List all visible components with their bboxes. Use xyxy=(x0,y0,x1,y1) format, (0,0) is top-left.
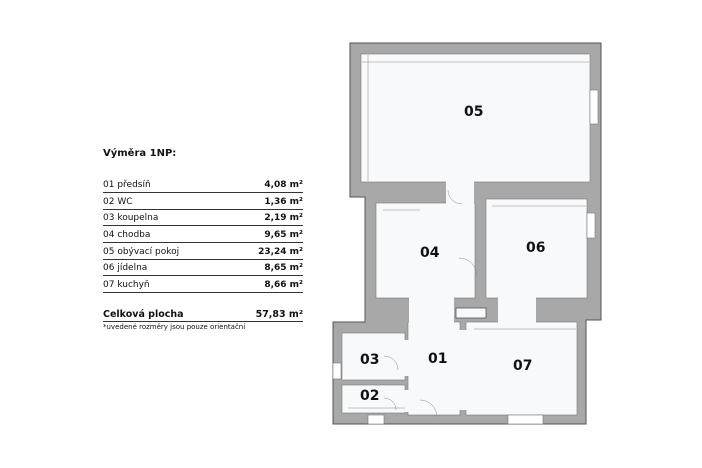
room-area: 2,19 m² xyxy=(264,213,303,224)
room-number-02: 02 xyxy=(360,388,379,404)
door-swing xyxy=(383,355,399,371)
legend-row: 01 předsíň 4,08 m² xyxy=(103,178,303,193)
room-name: 06 jídelna xyxy=(103,263,148,274)
room-area: 4,08 m² xyxy=(264,180,303,190)
window xyxy=(367,414,385,425)
disclaimer-note: *uvedené rozměry jsou pouze orientační xyxy=(103,323,246,332)
window xyxy=(586,212,596,239)
room-name: 07 kuchyň xyxy=(103,280,150,291)
door-swing xyxy=(458,257,478,277)
room-area: 9,65 m² xyxy=(264,230,303,241)
room-area: 8,65 m² xyxy=(264,263,303,274)
legend-row: 04 chodba 9,65 m² xyxy=(103,228,303,244)
window xyxy=(589,89,599,125)
door-swing xyxy=(383,397,397,411)
room-name: 03 koupelna xyxy=(103,213,159,224)
chimney xyxy=(455,307,487,319)
room-05 xyxy=(360,53,591,183)
room-06 xyxy=(485,198,588,299)
total-label: Celková plocha xyxy=(103,309,184,321)
room-name: 01 předsíň xyxy=(103,180,151,190)
total-area-row: Celková plocha 57,83 m² xyxy=(103,309,303,323)
doorway-05-04 xyxy=(446,181,474,204)
room-number-03: 03 xyxy=(360,352,379,368)
legend-row: 02 WC 1,36 m² xyxy=(103,195,303,210)
room-name: 04 chodba xyxy=(103,230,151,241)
room-number-07: 07 xyxy=(513,358,532,374)
area-legend: Výměra 1NP: 01 předsíň 4,08 m² 02 WC 1,36 m… xyxy=(103,148,303,331)
legend-row: 05 obývací pokoj 23,24 m² xyxy=(103,245,303,260)
room-number-05: 05 xyxy=(464,104,483,120)
room-03 xyxy=(341,332,406,381)
room-area: 1,36 m² xyxy=(264,196,303,207)
window xyxy=(507,414,544,425)
room-01 xyxy=(407,321,461,416)
room-name: 05 obývací pokoj xyxy=(103,246,180,257)
legend-row: 07 kuchyň 8,66 m² xyxy=(103,278,303,294)
room-area: 23,24 m² xyxy=(258,246,303,257)
room-07 xyxy=(465,321,578,416)
door-swing xyxy=(419,399,438,418)
room-number-01: 01 xyxy=(428,351,447,367)
legend-row: 06 jídelna 8,65 m² xyxy=(103,261,303,277)
door-swing xyxy=(447,189,463,205)
doorway-01-03 xyxy=(404,340,410,376)
room-number-06: 06 xyxy=(526,240,545,256)
total-value: 57,83 m² xyxy=(255,309,303,321)
room-04 xyxy=(375,202,476,299)
passage-04-01 xyxy=(409,297,454,324)
window xyxy=(332,362,342,380)
room-name: 02 WC xyxy=(103,196,133,207)
doorway-01-07 xyxy=(459,330,467,410)
legend-title: Výměra 1NP: xyxy=(103,148,177,159)
room-number-04: 04 xyxy=(420,245,440,261)
room-area: 8,66 m² xyxy=(264,280,303,291)
passage-06-07 xyxy=(498,297,536,324)
doorway-01-02 xyxy=(404,390,410,412)
legend-row: 03 koupelna 2,19 m² xyxy=(103,211,303,227)
